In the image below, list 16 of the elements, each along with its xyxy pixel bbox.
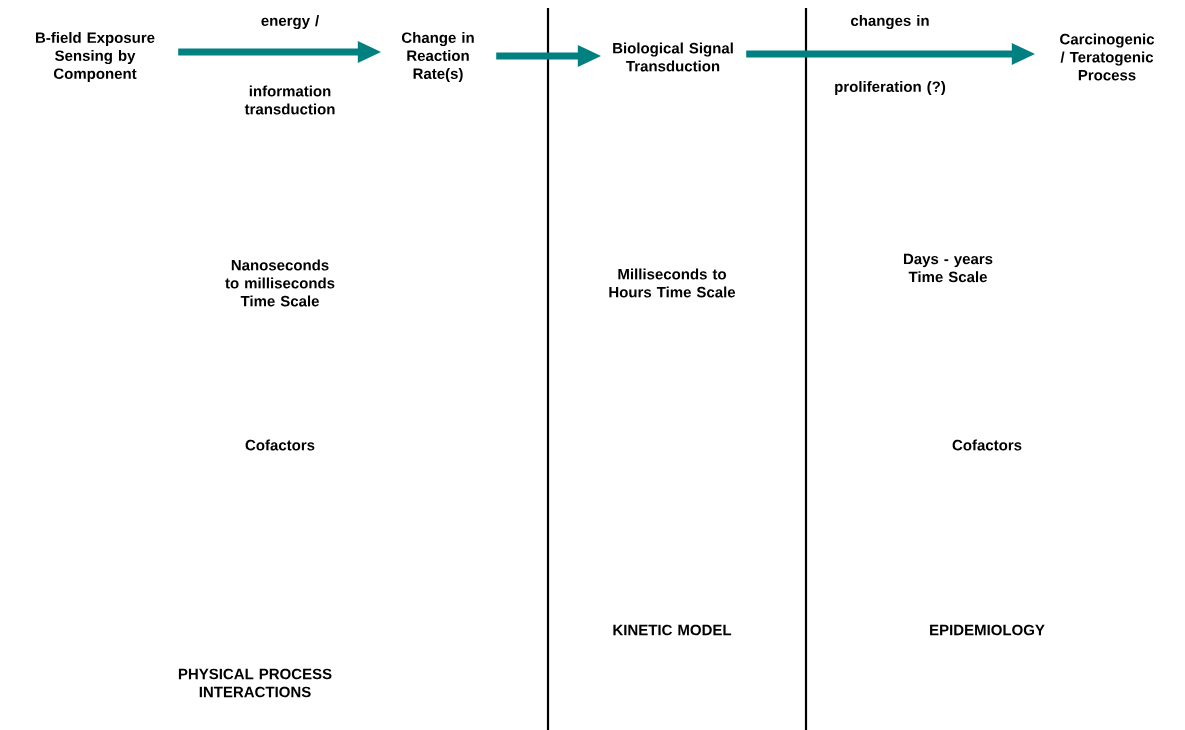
- label-text: changes in: [851, 14, 929, 29]
- label-text: PHYSICAL PROCESS INTERACTIONS: [178, 668, 332, 698]
- stage-text: Change in Reaction Rate(s): [401, 32, 474, 82]
- label-text: information transduction: [244, 85, 335, 115]
- stage-text: B-field Exposure Sensing by Component: [36, 32, 155, 82]
- label-text: Milliseconds to Hours Time Scale: [609, 268, 736, 298]
- label-text: EPIDEMIOLOGY: [930, 624, 1045, 636]
- label-text: energy /: [261, 14, 320, 29]
- stage-text: Carcinogenic / Teratogenic Process: [1060, 33, 1155, 81]
- label-text: proliferation (?): [835, 81, 946, 95]
- label-text: KINETIC MODEL: [613, 624, 732, 636]
- label-text: Nanoseconds to milliseconds Time Scale: [225, 259, 335, 307]
- label-text: Cofactors: [952, 439, 1022, 451]
- label-text: Cofactors: [245, 439, 315, 451]
- stage-text: Biological Signal Transduction: [613, 42, 733, 72]
- label-text: Days - years Time Scale: [904, 253, 993, 283]
